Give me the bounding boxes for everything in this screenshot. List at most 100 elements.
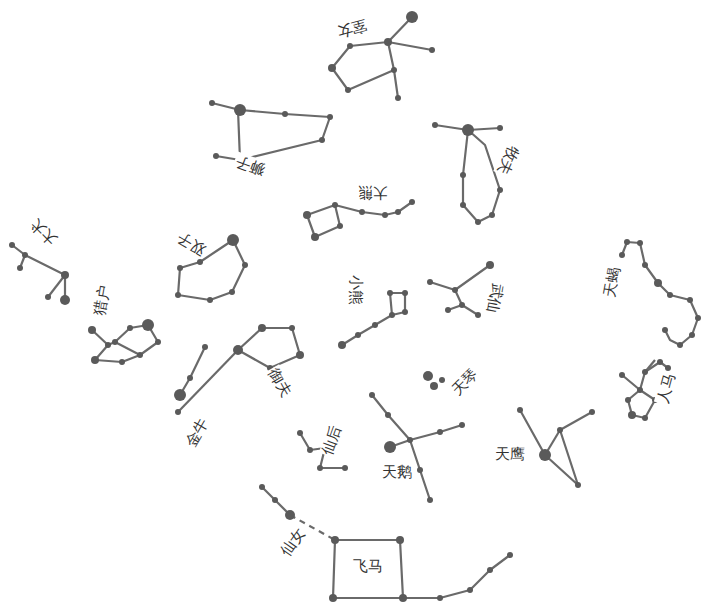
star-dot bbox=[272, 497, 278, 503]
star-dot bbox=[637, 387, 643, 393]
constellation-label: 金牛 bbox=[182, 414, 212, 450]
virgo-figure bbox=[328, 11, 435, 101]
star-dot bbox=[427, 279, 433, 285]
star-dot bbox=[369, 392, 375, 398]
star-dot bbox=[197, 259, 203, 265]
star-dot bbox=[406, 11, 418, 23]
star-dot bbox=[234, 104, 246, 116]
star-dot bbox=[175, 292, 181, 298]
constellation-label: 人马 bbox=[654, 370, 678, 405]
star-dot bbox=[432, 122, 438, 128]
star-dot bbox=[407, 437, 413, 443]
constellation-label: 小熊 bbox=[348, 274, 365, 306]
star-dot bbox=[382, 212, 388, 218]
star-dot bbox=[329, 594, 337, 602]
star-dot bbox=[307, 447, 313, 453]
constellation-line bbox=[390, 425, 462, 447]
star-dot bbox=[695, 315, 701, 321]
star-dot bbox=[677, 342, 683, 348]
star-dot bbox=[395, 95, 401, 101]
constellation-line bbox=[178, 350, 238, 412]
star-dot bbox=[396, 536, 404, 544]
star-dot bbox=[384, 441, 396, 453]
star-dot bbox=[391, 67, 397, 73]
star-dot bbox=[297, 430, 303, 436]
star-dot bbox=[227, 234, 239, 246]
star-dot bbox=[359, 209, 365, 215]
andromeda-pegasus-figure bbox=[259, 484, 513, 602]
star-dot bbox=[467, 587, 473, 593]
constellation-label: 飞马 bbox=[352, 558, 384, 575]
constellation-line bbox=[628, 390, 655, 418]
bootes-figure bbox=[432, 122, 503, 225]
star-dot bbox=[233, 345, 243, 355]
star-dot bbox=[282, 111, 288, 117]
constellation-label: 大犬 bbox=[27, 215, 61, 249]
star-dot bbox=[175, 409, 181, 415]
star-dot bbox=[61, 271, 69, 279]
star-dot bbox=[459, 302, 465, 308]
constellation-line bbox=[212, 103, 330, 160]
constellation-line bbox=[520, 410, 592, 485]
constellation-label: 御夫 bbox=[265, 364, 295, 400]
star-dot bbox=[654, 279, 662, 287]
star-dot bbox=[345, 87, 351, 93]
star-dot bbox=[229, 289, 235, 295]
star-dot bbox=[311, 233, 319, 241]
star-dot bbox=[517, 407, 523, 413]
star-dot bbox=[385, 412, 391, 418]
constellation-line bbox=[335, 202, 412, 215]
star-dot bbox=[575, 482, 581, 488]
star-dot bbox=[657, 359, 663, 365]
constellation-line bbox=[372, 395, 430, 500]
constellation-label: 天琴 bbox=[448, 365, 482, 399]
star-dot bbox=[642, 415, 648, 421]
star-dot bbox=[445, 307, 451, 313]
star-dot bbox=[667, 292, 673, 298]
star-dot bbox=[209, 100, 215, 106]
star-dot bbox=[487, 567, 493, 573]
star-dot bbox=[155, 339, 161, 345]
constellation-line bbox=[238, 328, 300, 368]
star-dot bbox=[289, 325, 295, 331]
star-dot bbox=[539, 449, 551, 461]
star-dot bbox=[303, 211, 311, 219]
constellation-label: 武仙 bbox=[484, 281, 506, 315]
star-dot bbox=[296, 351, 304, 359]
star-dot bbox=[459, 422, 465, 428]
constellation-label: 双子 bbox=[174, 228, 210, 258]
star-dot bbox=[9, 242, 15, 248]
constellation-line bbox=[332, 68, 394, 90]
constellation-line bbox=[463, 130, 500, 222]
constellation-label: 牧夫 bbox=[494, 142, 522, 178]
constellation-line bbox=[388, 42, 432, 50]
star-dot bbox=[389, 312, 395, 318]
star-dot bbox=[486, 261, 494, 269]
star-dot bbox=[259, 484, 265, 490]
constellation-line bbox=[12, 245, 65, 300]
star-dot bbox=[327, 114, 333, 120]
star-dot bbox=[177, 265, 183, 271]
star-dot bbox=[619, 372, 625, 378]
star-dot bbox=[460, 202, 466, 208]
constellation-line bbox=[333, 540, 403, 598]
star-dot bbox=[439, 377, 445, 383]
star-dot bbox=[625, 397, 631, 403]
constellation-line bbox=[115, 342, 140, 355]
star-dot bbox=[142, 319, 154, 331]
star-dot bbox=[437, 595, 443, 601]
constellation-line bbox=[403, 555, 510, 598]
constellation-line bbox=[262, 487, 290, 515]
constellation-label: 室女 bbox=[334, 16, 369, 40]
star-dot bbox=[628, 411, 636, 419]
star-dot bbox=[202, 344, 208, 350]
star-dot bbox=[258, 324, 266, 332]
constellation-line bbox=[307, 205, 340, 237]
star-dot bbox=[60, 295, 70, 305]
star-dot bbox=[430, 382, 438, 390]
scorpius-figure bbox=[619, 239, 701, 348]
taurus-auriga-figure bbox=[174, 324, 304, 415]
star-dot bbox=[387, 290, 393, 296]
star-dot bbox=[355, 332, 361, 338]
